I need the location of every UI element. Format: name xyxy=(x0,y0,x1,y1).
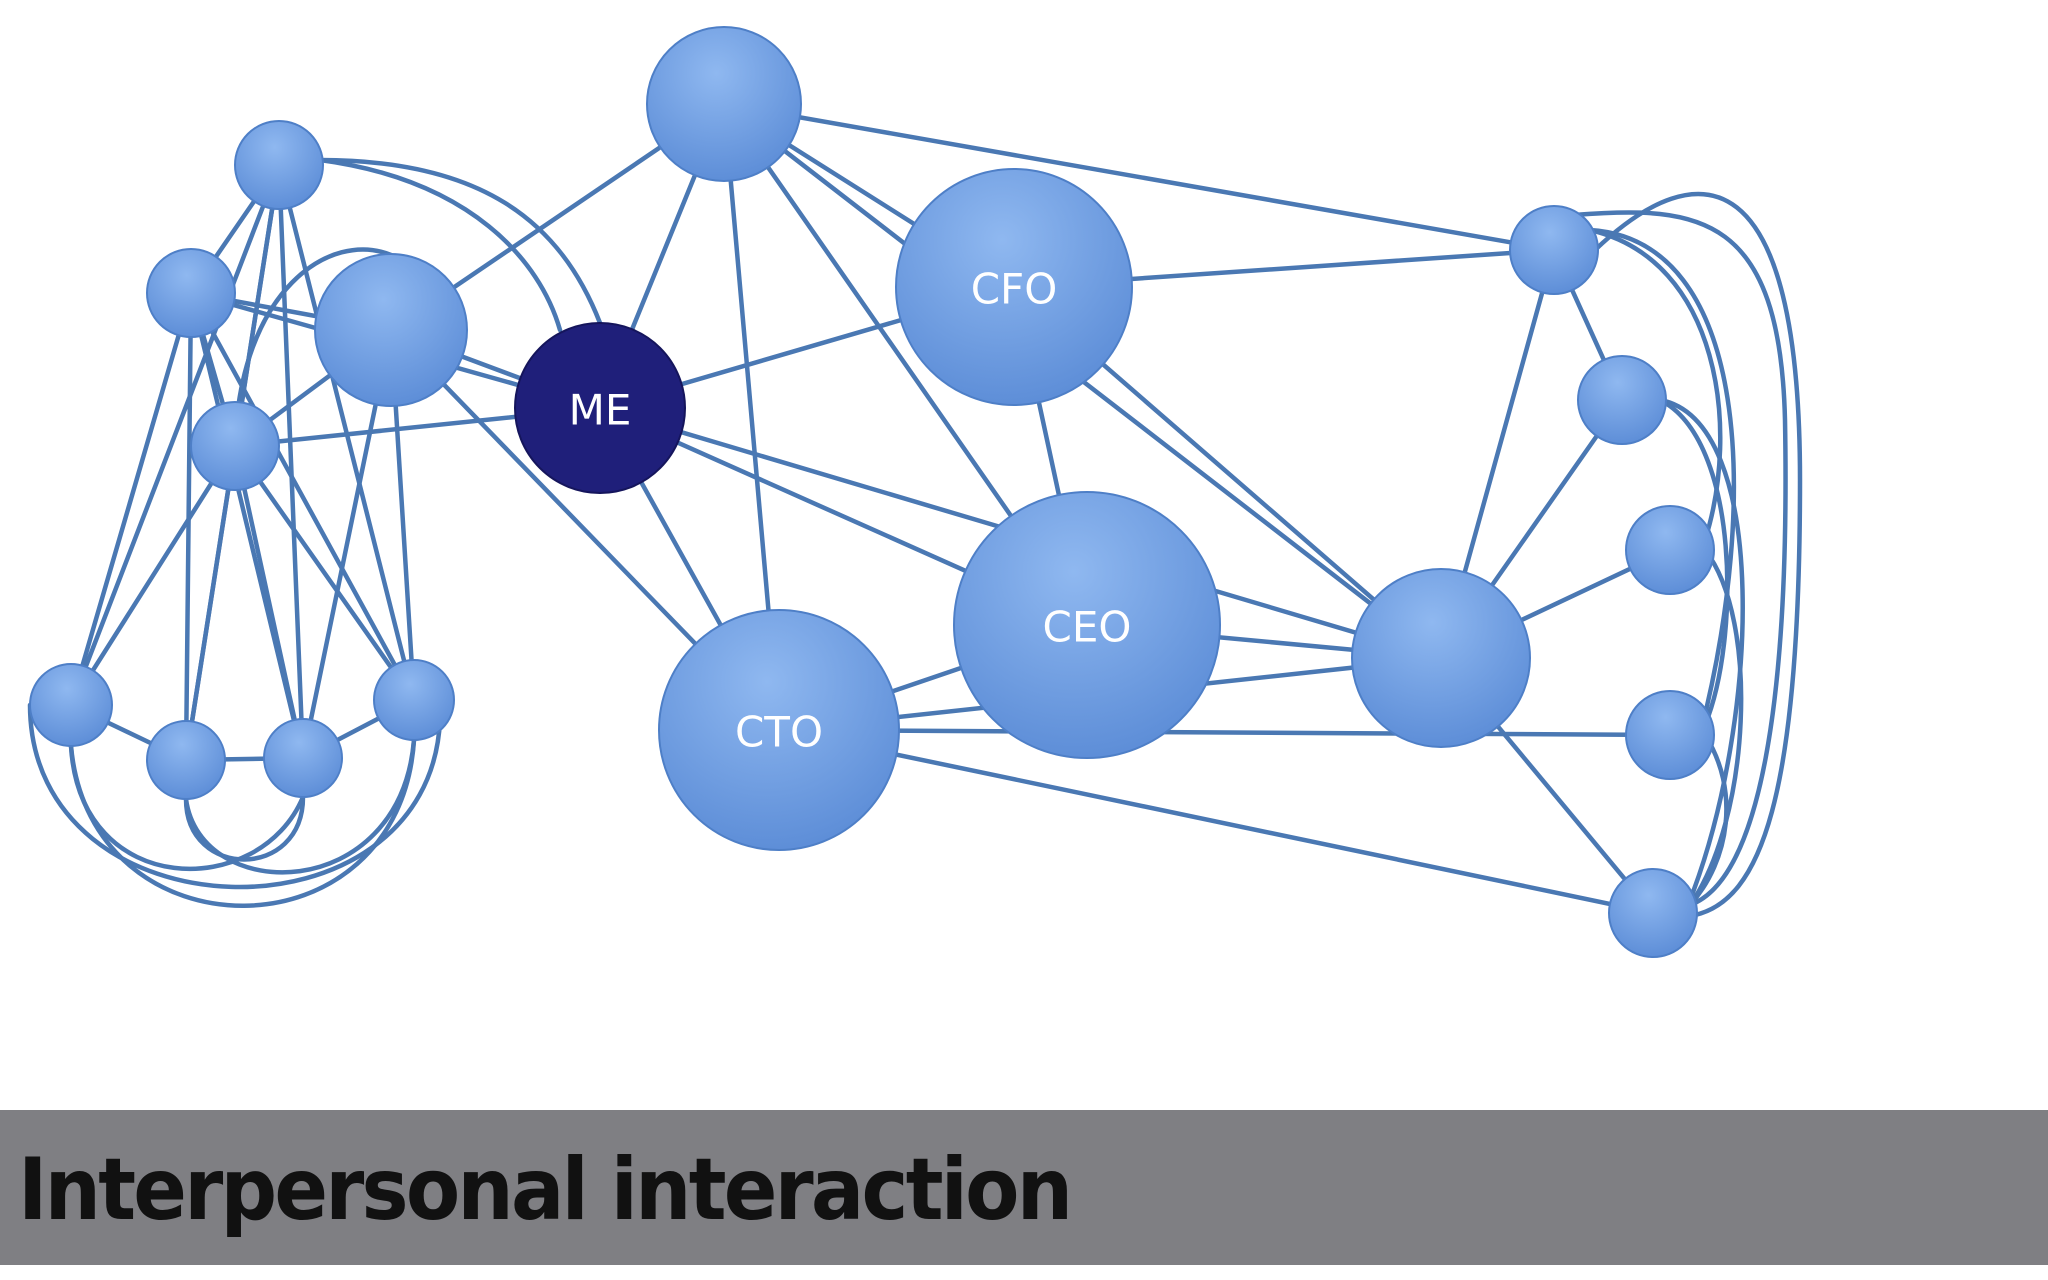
edge-cto-r5 xyxy=(776,727,1656,916)
edge-lD-b4 xyxy=(232,443,417,703)
node-cfo xyxy=(895,168,1133,406)
edge-lD-b2 xyxy=(183,443,238,763)
edge-arc-r1-r4 xyxy=(1587,227,1737,738)
edge-arc-r1-r5 xyxy=(1572,210,1788,908)
node-b3 xyxy=(263,718,343,798)
edge-arc-r3-r5 xyxy=(1687,547,1744,908)
edge-lD-b1 xyxy=(68,443,238,708)
node-b4 xyxy=(373,659,455,741)
edge-cto-r4 xyxy=(776,727,1673,738)
caption-title: Interpersonal interaction xyxy=(18,1140,1073,1240)
edge-lB-b4 xyxy=(188,290,417,703)
node-r1 xyxy=(1509,205,1599,295)
edge-loop-b2-b4 xyxy=(183,737,417,875)
node-cto xyxy=(658,609,900,851)
edge-arc-r1-outer xyxy=(1592,191,1803,918)
edge-lA-b1 xyxy=(68,162,282,708)
node-lC xyxy=(314,253,468,407)
edge-loop-b1-b4 xyxy=(68,737,417,908)
node-b1 xyxy=(29,663,113,747)
edge-lD-b3 xyxy=(232,443,306,761)
caption-bar xyxy=(0,1110,2048,1265)
node-label-ceo: CEO xyxy=(1043,603,1132,652)
edge-top-r1 xyxy=(721,101,1557,253)
edge-lB-b2 xyxy=(183,290,194,763)
edge-lA-b3 xyxy=(276,162,306,761)
edge-arc-r2-r4 xyxy=(1657,397,1730,728)
node-lA xyxy=(234,120,324,210)
node-r3 xyxy=(1625,505,1715,595)
node-r4 xyxy=(1625,690,1715,780)
node-r5 xyxy=(1608,868,1698,958)
node-lD xyxy=(190,401,280,491)
node-label-me: ME xyxy=(569,386,632,435)
node-lB xyxy=(146,248,236,338)
edge-lB-b1 xyxy=(68,290,194,708)
node-group: ME CFO CEO CTO xyxy=(29,26,1715,958)
edge-loop-outer xyxy=(27,702,443,890)
node-me xyxy=(514,322,686,494)
node-mid xyxy=(1351,568,1531,748)
node-b2 xyxy=(146,720,226,800)
edge-loop-b2-b3 xyxy=(183,794,306,862)
node-label-cto: CTO xyxy=(735,708,823,757)
edge-arc-r2-r5 xyxy=(1657,397,1745,903)
edge-arc-la-me xyxy=(317,157,603,326)
node-ceo xyxy=(953,491,1221,759)
node-r2 xyxy=(1577,355,1667,445)
node-top xyxy=(646,26,802,182)
edge-arc-ld-lc xyxy=(232,247,394,449)
edge-arc-r4-r5 xyxy=(1687,732,1729,908)
node-label-cfo: CFO xyxy=(971,265,1058,314)
network-diagram: ME CFO CEO CTO xyxy=(27,26,1803,958)
edge-arc-la-me-2 xyxy=(317,157,563,333)
